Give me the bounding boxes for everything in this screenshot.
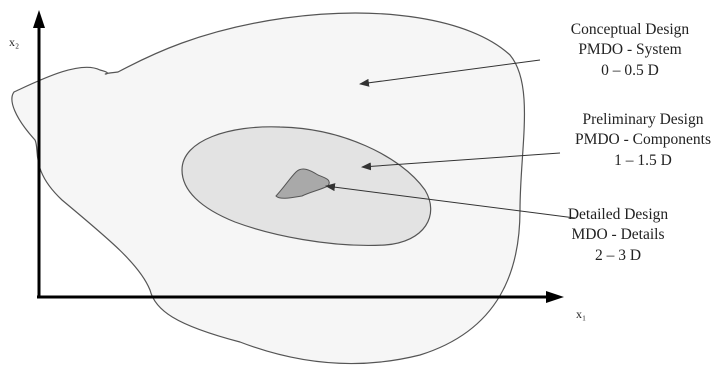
detailed-label-line-1: Detailed Design [568,206,669,223]
detailed-label: Detailed Design MDO - Details 2 – 3 D [568,206,669,264]
preliminary-label-line-1: Preliminary Design [583,111,704,128]
conceptual-label-line-3: 0 – 0.5 D [601,62,659,79]
preliminary-pointer-arrow [361,152,561,171]
detailed-label-line-3: 2 – 3 D [595,247,641,264]
preliminary-label-line-3: 1 – 1.5 D [614,152,672,169]
preliminary-label-line-2: PMDO - Components [575,131,711,148]
conceptual-pointer-arrow [359,59,541,87]
conceptual-label-line-1: Conceptual Design [571,21,690,38]
y-axis-arrowhead [33,10,45,28]
detailed-design-region [275,168,330,199]
x-axis-label: x₁ [576,307,586,321]
detailed-pointer-arrow [325,183,576,219]
conceptual-label: Conceptual Design PMDO - System 0 – 0.5 … [571,21,690,79]
y-axis-label: x₂ [9,35,19,49]
x-axis-arrowhead [546,291,564,303]
preliminary-label: Preliminary Design PMDO - Components 1 –… [575,111,711,169]
detailed-label-line-2: MDO - Details [572,226,665,243]
conceptual-label-line-2: PMDO - System [578,41,681,58]
